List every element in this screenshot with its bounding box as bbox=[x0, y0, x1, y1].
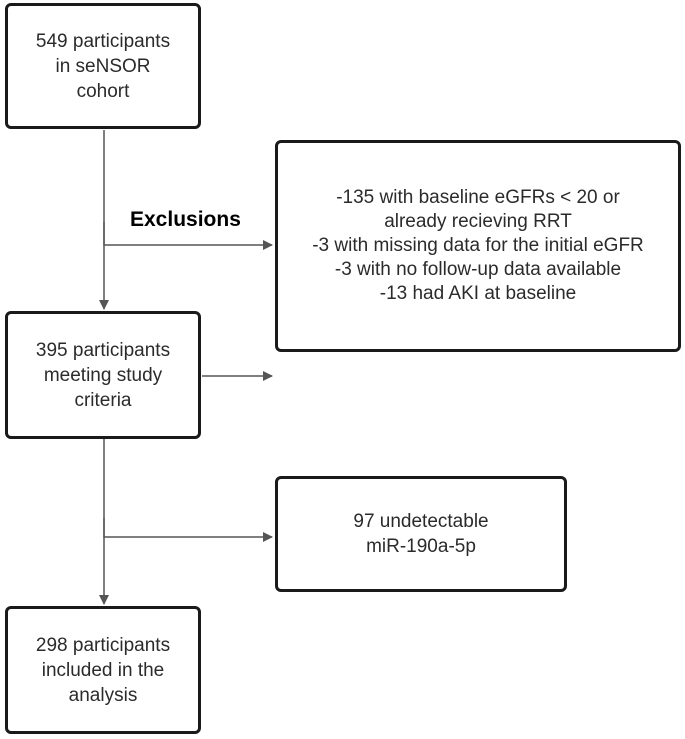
exclusion-line: -3 with no follow-up data available bbox=[334, 259, 622, 280]
undetectable-line: miR-190a-5p bbox=[366, 536, 476, 557]
included-box: 298 participants included in the analysi… bbox=[5, 606, 201, 734]
included-line: analysis bbox=[68, 684, 138, 706]
criteria-line: 395 participants bbox=[35, 339, 171, 361]
undetectable-box: 97 undetectable miR-190a-5p bbox=[275, 476, 567, 592]
criteria-line: criteria bbox=[74, 389, 132, 411]
criteria-box: 395 participants meeting study criteria bbox=[5, 311, 201, 439]
undetectable-line: 97 undetectable bbox=[353, 511, 489, 532]
arrow-to-exclusions bbox=[103, 222, 273, 250]
exclusions-box: -135 with baseline eGFRs < 20 or already… bbox=[275, 140, 681, 352]
cohort-line: 549 participants bbox=[35, 30, 171, 52]
exclusion-line: -13 had AKI at baseline bbox=[379, 283, 577, 304]
included-line: 298 participants bbox=[35, 634, 171, 656]
cohort-line: cohort bbox=[76, 80, 130, 102]
criteria-line: meeting study bbox=[43, 364, 163, 386]
exclusion-line: -3 with missing data for the initial eGF… bbox=[312, 235, 644, 256]
cohort-line: in seNSOR bbox=[55, 55, 151, 77]
exclusions-label: Exclusions bbox=[130, 208, 241, 231]
arrow-to-undetectable bbox=[103, 518, 273, 542]
included-line: included in the bbox=[41, 659, 165, 681]
exclusion-line: already recieving RRT bbox=[384, 211, 572, 232]
cohort-box: 549 participants in seNSOR cohort bbox=[5, 3, 201, 129]
exclusion-line: -135 with baseline eGFRs < 20 or bbox=[336, 187, 620, 208]
